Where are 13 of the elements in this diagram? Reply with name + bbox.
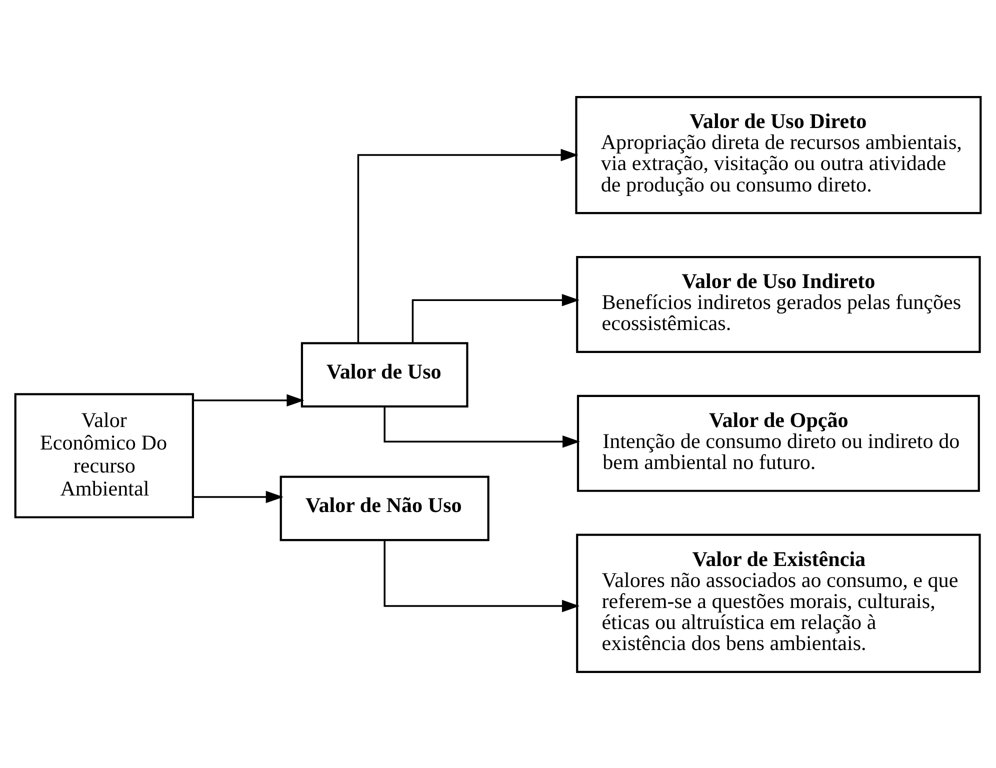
arrow	[412, 293, 580, 342]
node-box: Valor de Uso	[300, 342, 468, 408]
node-box: Valor Econômico Do recurso Ambiental	[14, 392, 194, 518]
arrow	[194, 490, 284, 503]
arrow	[194, 394, 304, 406]
node-box: Valor de Existência Valores não associados ao consumo, e que referem-se a questões morais, culturais, éticas ou altruística em relação à existência dos bens ambientais.	[576, 533, 981, 673]
node-box: Valor de Uso Direto Apropriação direta de recursos ambientais, via extração, visitação ou outra atividade de produção ou consumo direto.	[575, 95, 982, 214]
node-box: Valor de Uso Indireto Benefícios indiretos gerados pelas funções ecossistêmicas.	[576, 255, 981, 353]
arrow	[357, 148, 578, 342]
arrow	[384, 406, 580, 448]
node-box: Valor de Opção Intenção de consumo direto ou indireto do bem ambiental no futuro.	[576, 394, 980, 492]
arrow	[384, 540, 580, 612]
node-box: Valor de Não Uso	[280, 475, 490, 541]
